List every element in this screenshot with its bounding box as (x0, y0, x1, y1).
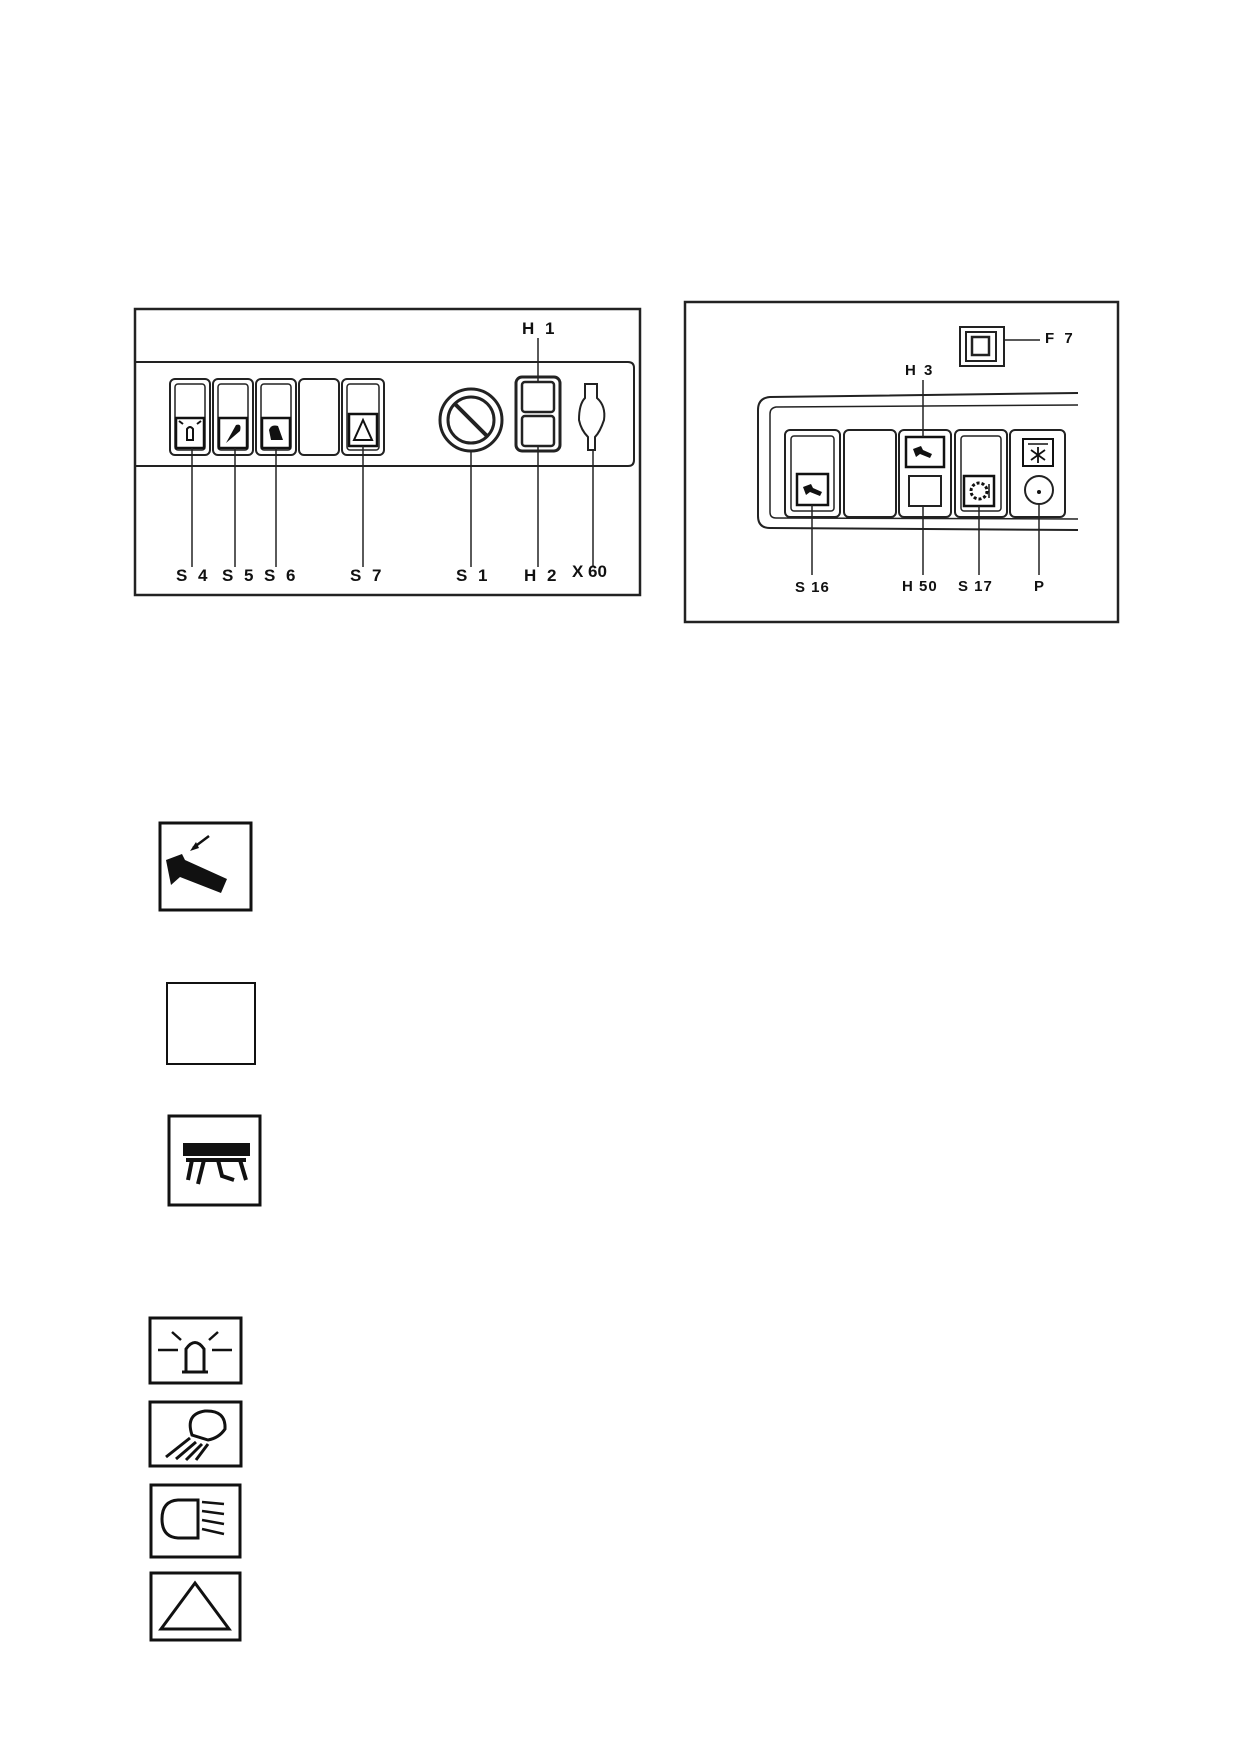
indicator-h3-h50 (898, 429, 952, 518)
left-leader-lines (191, 338, 594, 567)
socket-x60 (577, 383, 606, 451)
right-control-panel (683, 300, 1120, 624)
label-s16: S 16 (795, 579, 830, 596)
label-f7: F 7 (1045, 330, 1076, 347)
switch-s6 (255, 378, 297, 456)
switch-s4 (169, 378, 211, 456)
legend-work-light-icon (148, 1400, 243, 1468)
work-light-icon (226, 424, 241, 443)
legend-hazard-triangle-icon (149, 1571, 242, 1642)
right-leader-lines (811, 380, 1040, 575)
low-beam-icon (269, 425, 283, 440)
label-h50: H 50 (902, 578, 938, 595)
label-s6: S 6 (264, 566, 299, 585)
legend-low-beam-icon (149, 1483, 242, 1559)
label-h1: H 1 (522, 319, 558, 338)
label-p: P (1034, 578, 1046, 595)
switch-p (1009, 429, 1066, 518)
beacon-icon (178, 420, 202, 441)
indicator-lamps-h1-h2 (514, 375, 562, 453)
legend-hammer-icon (158, 821, 253, 912)
hazard-triangle-icon (352, 417, 374, 441)
switch-s17 (954, 429, 1008, 518)
switch-s7 (341, 378, 385, 456)
switch-s16 (784, 429, 841, 518)
label-s4: S 4 (176, 566, 211, 585)
switch-s5 (212, 378, 254, 456)
label-h2: H 2 (524, 566, 560, 585)
label-s17: S 17 (958, 578, 993, 595)
fuse-f7 (959, 326, 1040, 367)
ignition-switch-s1 (438, 387, 504, 453)
label-s5: S 5 (222, 566, 257, 585)
blank-slot (843, 429, 897, 518)
legend-beacon-icon (148, 1316, 243, 1385)
label-h3: H 3 (905, 362, 935, 379)
left-control-panel (133, 307, 642, 597)
label-s1: S 1 (456, 566, 491, 585)
label-x60: X 60 (572, 562, 607, 581)
legend-blank-square-icon (166, 982, 256, 1065)
legend-tray-icon (167, 1114, 262, 1207)
label-s7: S 7 (350, 566, 385, 585)
blank-slot (298, 378, 340, 456)
